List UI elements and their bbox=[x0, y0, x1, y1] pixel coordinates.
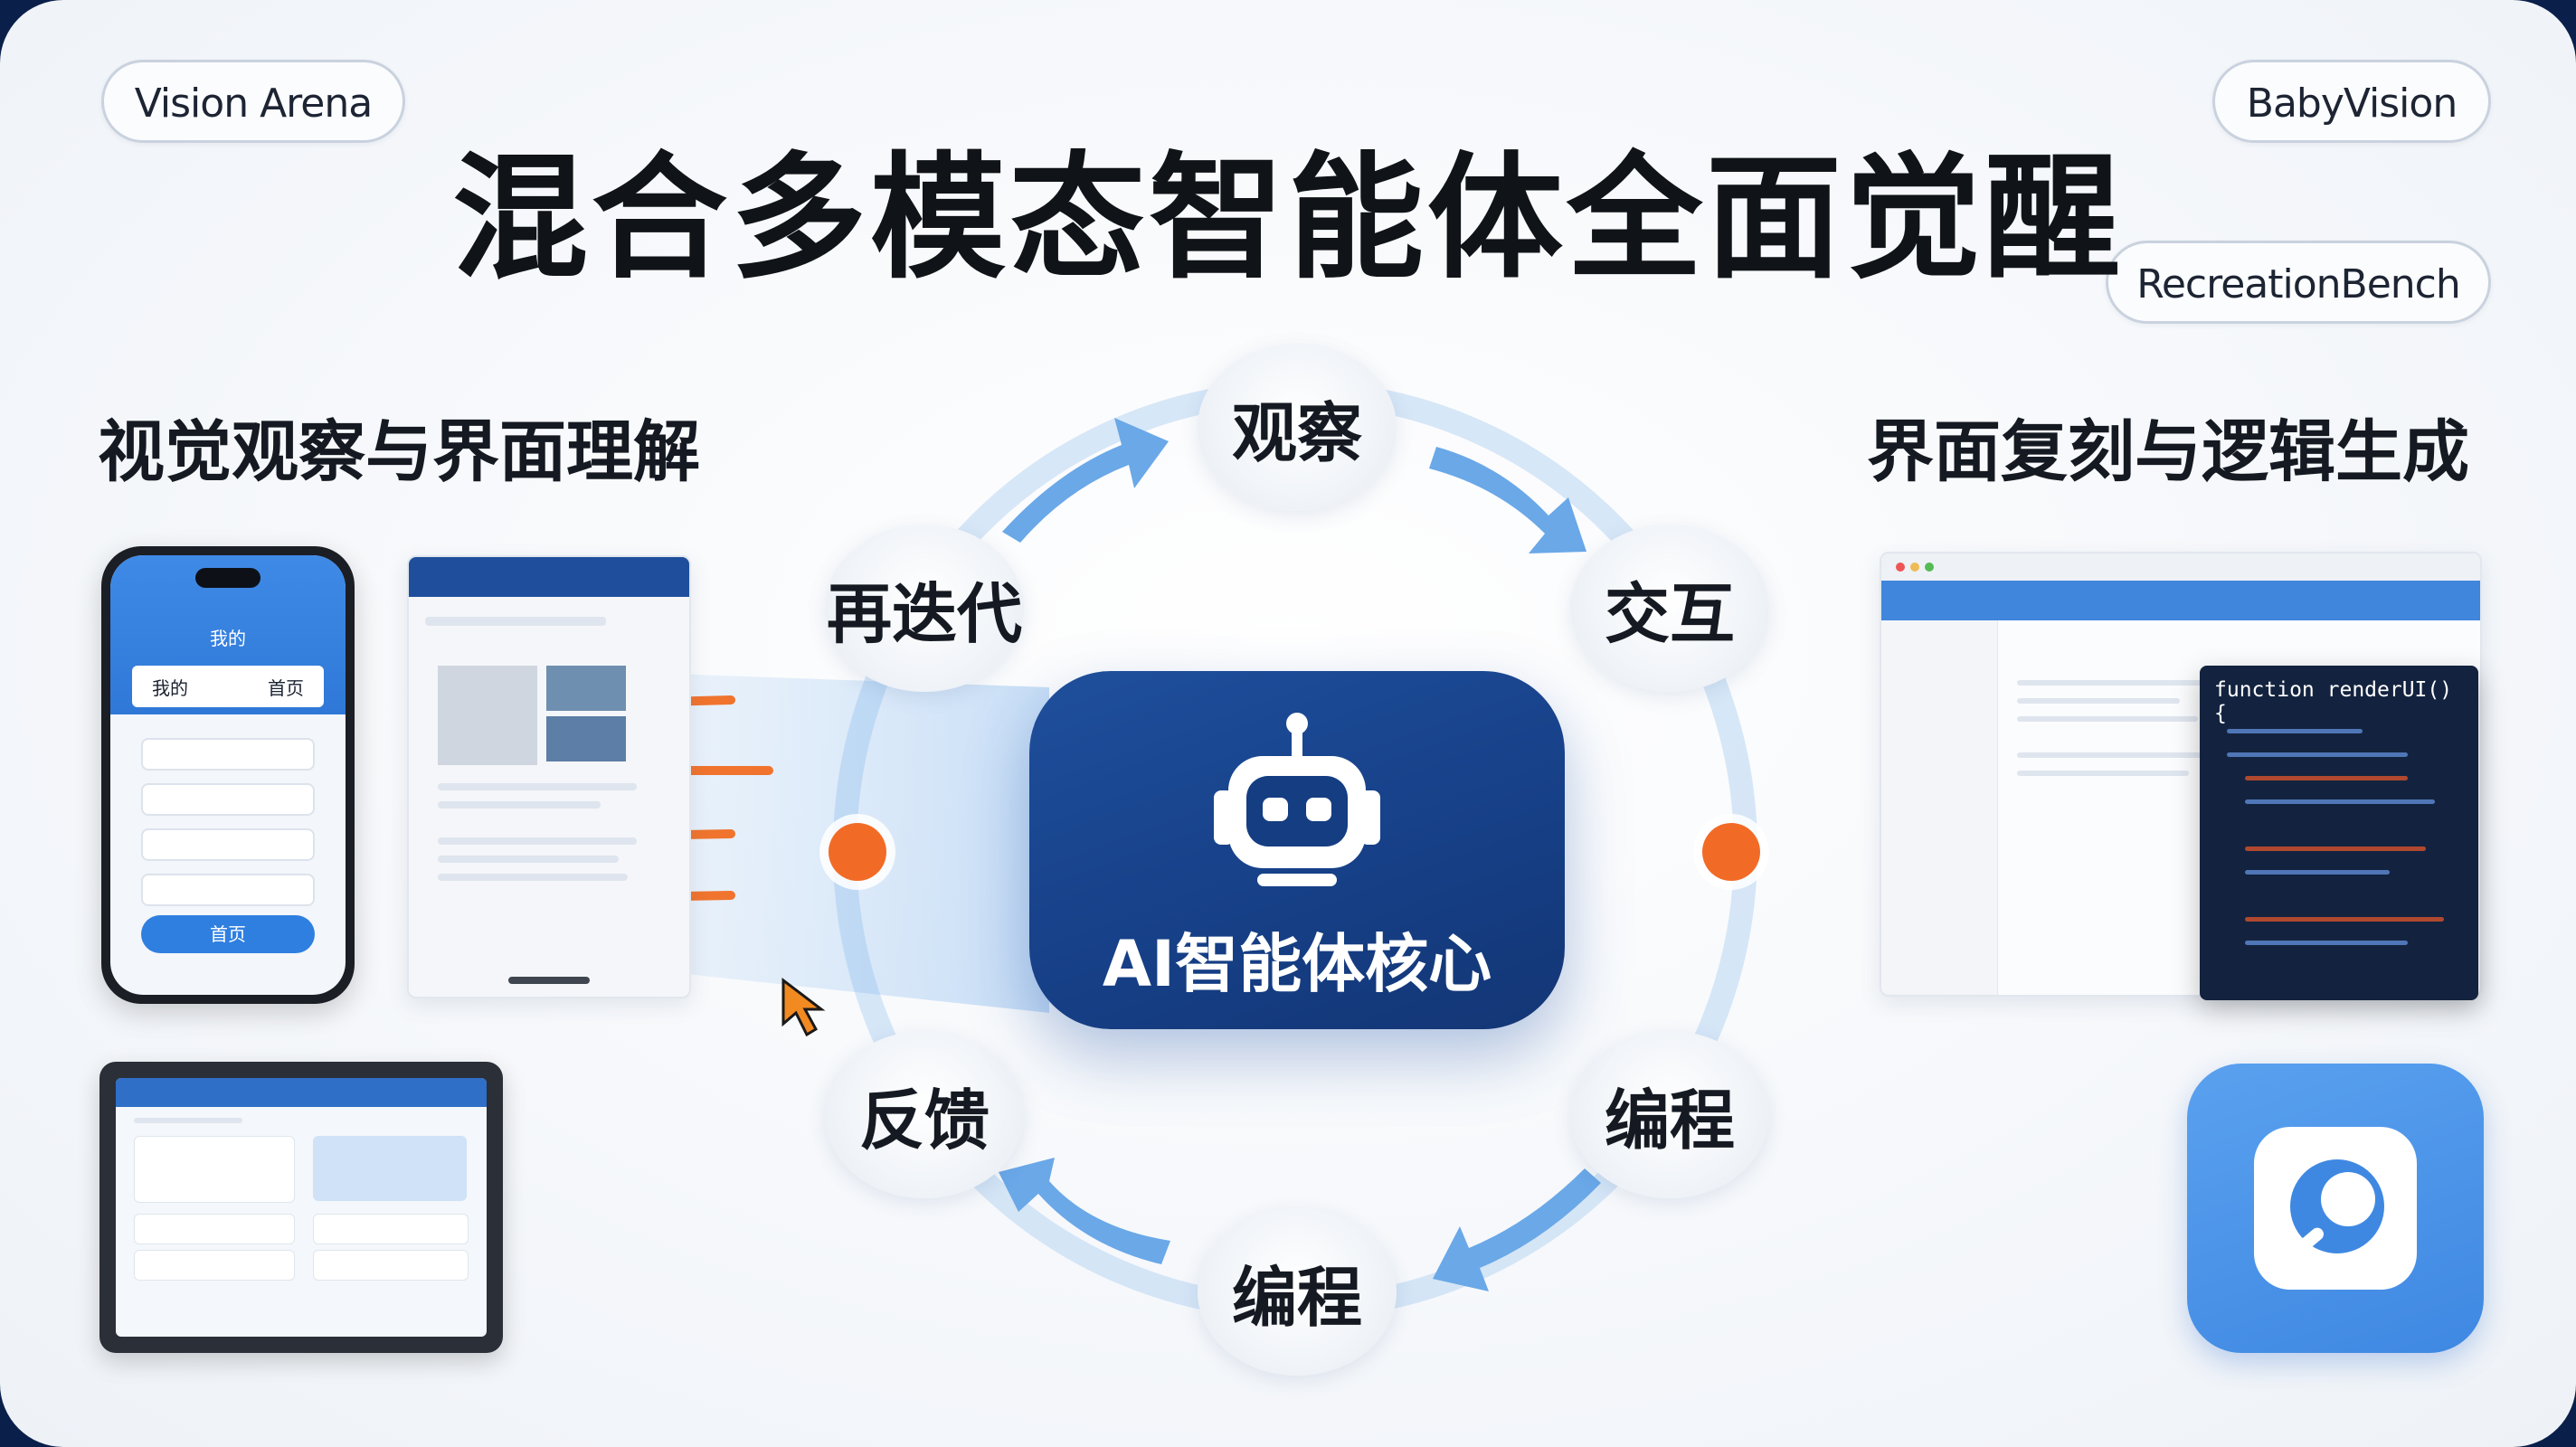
code-snippet: function renderUI() { bbox=[2214, 678, 2453, 725]
text-line bbox=[2017, 680, 2216, 686]
ring-dot-right bbox=[1702, 823, 1760, 881]
right-section-title: 界面复刻与逻辑生成 bbox=[1867, 413, 2469, 491]
code-line bbox=[2245, 846, 2426, 851]
text-line bbox=[2017, 752, 2207, 758]
arrow-icon bbox=[1429, 447, 1586, 553]
code-line bbox=[2227, 729, 2363, 733]
phone-tabbar: 我的 首页 bbox=[132, 666, 324, 707]
text-line bbox=[134, 1118, 242, 1123]
robot-icon bbox=[1214, 713, 1380, 886]
phone-tab-left[interactable]: 我的 bbox=[152, 676, 188, 699]
browser-titlebar bbox=[1881, 553, 2480, 581]
phone-mockup: 我的 我的 首页 首页 bbox=[101, 546, 355, 1004]
tablet-field[interactable] bbox=[313, 1250, 469, 1281]
code-line bbox=[2245, 870, 2390, 875]
app-logo-icon bbox=[2254, 1127, 2417, 1290]
image-placeholder bbox=[546, 716, 626, 761]
text-line bbox=[425, 617, 606, 626]
phone-field[interactable] bbox=[141, 874, 315, 906]
code-line bbox=[2245, 941, 2408, 945]
tablet-field[interactable] bbox=[134, 1214, 295, 1244]
text-line bbox=[2017, 771, 2189, 776]
tablet-field[interactable] bbox=[313, 1214, 469, 1244]
node-program-right: 编程 bbox=[1570, 1031, 1769, 1198]
image-placeholder bbox=[438, 666, 537, 765]
cycle-arrows bbox=[999, 418, 1601, 1291]
tag-recreationbench: RecreationBench bbox=[2106, 241, 2491, 324]
text-line bbox=[438, 837, 637, 845]
left-section-title: 视觉观察与界面理解 bbox=[98, 413, 700, 491]
window-maximize-icon[interactable] bbox=[1925, 563, 1934, 572]
ring-dot-left bbox=[829, 823, 886, 881]
code-line bbox=[2245, 799, 2435, 804]
arrow-icon bbox=[999, 1158, 1170, 1264]
node-interact: 交互 bbox=[1570, 525, 1769, 692]
tablet-form-card bbox=[134, 1136, 295, 1203]
window-minimize-icon[interactable] bbox=[1910, 563, 1919, 572]
web-page-mockup bbox=[407, 555, 691, 998]
window-close-icon[interactable] bbox=[1896, 563, 1905, 572]
tablet-header bbox=[116, 1078, 487, 1107]
tablet-mockup bbox=[99, 1062, 503, 1353]
text-line bbox=[438, 783, 637, 790]
text-line bbox=[2017, 716, 2198, 722]
phone-header: 我的 我的 首页 bbox=[110, 555, 346, 714]
phone-field[interactable] bbox=[141, 828, 315, 861]
tablet-field[interactable] bbox=[134, 1250, 295, 1281]
text-line bbox=[438, 856, 619, 863]
node-program-bottom: 编程 bbox=[1198, 1208, 1397, 1376]
browser-sidebar bbox=[1881, 620, 1998, 995]
phone-field[interactable] bbox=[141, 738, 315, 771]
browser-app-header bbox=[1881, 581, 2480, 620]
text-line bbox=[438, 874, 628, 881]
node-feedback: 反馈 bbox=[825, 1031, 1024, 1198]
page-title: 混合多模态智能体全面觉醒 bbox=[451, 140, 2124, 298]
phone-notch bbox=[195, 568, 260, 588]
node-observe: 观察 bbox=[1198, 344, 1397, 511]
phone-field[interactable] bbox=[141, 783, 315, 816]
code-line bbox=[2227, 752, 2408, 757]
phone-screen: 我的 我的 首页 首页 bbox=[110, 555, 346, 995]
tablet-screen bbox=[116, 1078, 487, 1337]
phone-button[interactable]: 首页 bbox=[141, 915, 315, 953]
arrow-icon bbox=[1433, 1168, 1601, 1291]
phone-tab-right[interactable]: 首页 bbox=[268, 676, 304, 699]
page-indicator bbox=[508, 977, 590, 984]
pointer-cursor-icon bbox=[781, 977, 826, 1037]
image-placeholder bbox=[546, 666, 626, 711]
ai-core-card: AI智能体核心 bbox=[1029, 671, 1565, 1029]
app-icon-tile[interactable] bbox=[2187, 1064, 2484, 1353]
tag-vision-arena: Vision Arena bbox=[101, 60, 405, 143]
tablet-highlight-card bbox=[313, 1136, 467, 1201]
core-label: AI智能体核心 bbox=[1102, 927, 1492, 1001]
phone-header-title: 我的 bbox=[210, 628, 246, 649]
arrow-icon bbox=[1002, 418, 1169, 543]
code-line bbox=[2245, 917, 2444, 922]
web-page-header bbox=[409, 557, 689, 597]
node-iterate: 再迭代 bbox=[825, 525, 1024, 692]
code-editor-panel: function renderUI() { bbox=[2200, 666, 2478, 1000]
text-line bbox=[438, 801, 601, 809]
code-line bbox=[2245, 776, 2408, 780]
tag-babyvision: BabyVision bbox=[2212, 60, 2491, 143]
text-line bbox=[2017, 698, 2180, 704]
